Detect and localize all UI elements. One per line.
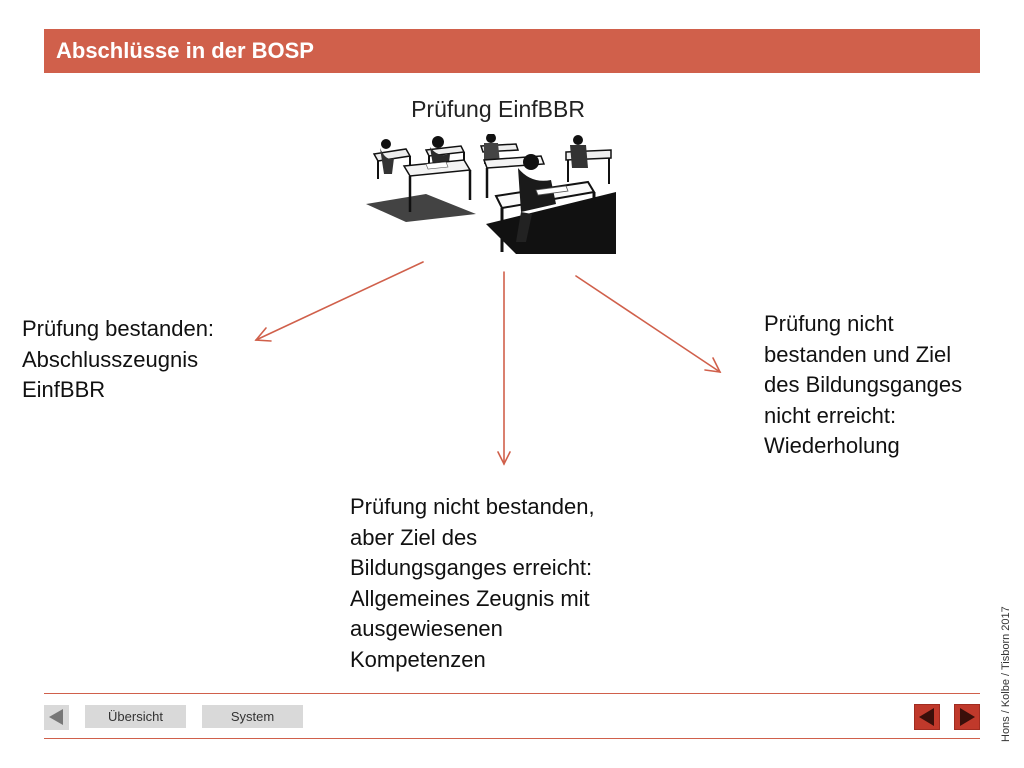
outcome-line: des Bildungsganges [764,372,963,397]
author-credit: Hons / Kolbe / Tisborn 2017 [1000,606,1012,742]
outcome-line: Prüfung nicht [764,311,894,336]
arrow-to-passed [255,261,424,341]
outcome-passed: Prüfung bestanden: Abschlusszeugnis Einf… [22,314,267,406]
next-slide-icon[interactable] [954,704,980,730]
outcome-line: Prüfung nicht bestanden, [350,494,595,519]
outcome-line: bestanden und Ziel [764,341,952,367]
outcome-line: Bildungsganges erreicht: [350,555,593,580]
outcome-line: ausgewiesenen [350,616,503,641]
system-button[interactable]: System [202,705,303,728]
outcome-line: Allgemeines Zeugnis mit [350,585,590,611]
footer-divider-bottom [44,738,980,739]
outcome-line: Prüfung bestanden: [22,316,215,341]
outcome-line: EinfBBR [22,377,106,402]
triangle-left-icon[interactable] [44,705,69,730]
outcome-line: Abschlusszeugnis [22,346,199,372]
outcome-line: nicht erreicht: [764,402,897,428]
page-title: Abschlüsse in der BOSP [44,29,980,73]
exam-title: Prüfung EinfBBR [411,96,585,122]
previous-slide-icon[interactable] [914,704,940,730]
outcome-line: Wiederholung [764,433,900,458]
exam-room-illustration [366,134,616,254]
footer-divider-top [44,693,980,694]
outcome-line: aber Ziel des [350,524,478,550]
overview-button[interactable]: Übersicht [85,705,186,728]
outcome-line: Kompetenzen [350,646,486,672]
arrow-to-repeat [575,275,721,373]
outcome-general-certificate: Prüfung nicht bestanden, aber Ziel des B… [350,492,650,675]
outcome-repeat: Prüfung nicht bestanden und Ziel des Bil… [764,309,1004,462]
